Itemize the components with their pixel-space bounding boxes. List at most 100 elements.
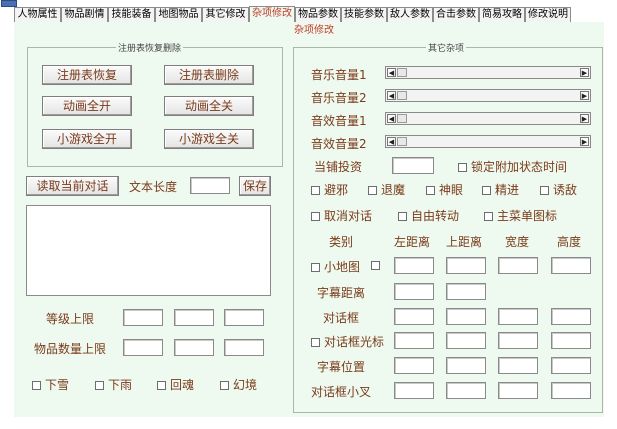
item-count-field-1[interactable] <box>123 339 163 356</box>
slider-left-icon[interactable]: ◀ <box>387 114 396 123</box>
item-count-field-2[interactable] <box>174 339 214 356</box>
slider-thumb[interactable] <box>397 91 407 100</box>
dialog-close-height-field[interactable] <box>551 382 591 399</box>
slider-thumb[interactable] <box>397 137 407 146</box>
music-volume-2-label: 音乐音量2 <box>311 91 367 105</box>
slider-right-icon[interactable]: ▶ <box>580 114 589 123</box>
slider-right-icon[interactable]: ▶ <box>580 137 589 146</box>
dialog-close-top-field[interactable] <box>446 382 486 399</box>
dialog-cursor-checkbox[interactable]: 对话框光标 <box>311 333 384 350</box>
animation-off-button[interactable]: 动画全关 <box>164 96 254 116</box>
dialog-close-left-field[interactable] <box>394 382 434 399</box>
sfx-volume-1-slider[interactable]: ◀ ▶ <box>385 112 591 125</box>
free-rotate-checkbox[interactable]: 自由转动 <box>398 207 459 224</box>
tab-character-attributes[interactable]: 人物属性 <box>14 7 61 23</box>
divine-eye-checkbox[interactable]: 神眼 <box>426 181 463 198</box>
main-menu-icon-checkbox[interactable]: 主菜单图标 <box>484 207 557 224</box>
tab-map-items[interactable]: 地图物品 <box>155 7 202 23</box>
app-icon <box>1 0 17 7</box>
animation-on-button[interactable]: 动画全开 <box>42 96 132 116</box>
soul-return-checkbox[interactable]: 回魂 <box>157 376 194 393</box>
registry-restore-button[interactable]: 注册表恢复 <box>42 65 132 85</box>
header-category: 类别 <box>329 235 354 249</box>
slider-left-icon[interactable]: ◀ <box>387 68 396 77</box>
level-limit-field-2[interactable] <box>174 309 214 326</box>
slider-right-icon[interactable]: ▶ <box>580 91 589 100</box>
lock-status-checkbox[interactable]: 锁定附加状态时间 <box>458 158 567 175</box>
tab-skill-params[interactable]: 技能参数 <box>341 7 387 23</box>
sfx-volume-2-slider[interactable]: ◀ ▶ <box>385 135 591 148</box>
subtitle-position-height-field[interactable] <box>551 357 591 374</box>
dialog-close-width-field[interactable] <box>498 382 538 399</box>
registry-delete-button[interactable]: 注册表删除 <box>164 65 254 85</box>
level-limit-field-3[interactable] <box>224 309 264 326</box>
subtitle-position-left-field[interactable] <box>394 357 434 374</box>
slider-thumb[interactable] <box>397 114 407 123</box>
dialog-cursor-height-field[interactable] <box>551 332 591 349</box>
snow-checkbox[interactable]: 下雪 <box>32 376 69 393</box>
minimap-width-field[interactable] <box>498 257 538 274</box>
slider-thumb[interactable] <box>397 68 407 77</box>
registry-group: 注册表恢复删除 <box>27 41 283 167</box>
music-volume-1-slider[interactable]: ◀ ▶ <box>385 66 591 79</box>
tab-item-story[interactable]: 物品剧情 <box>61 7 108 23</box>
dialog-box-width-field[interactable] <box>498 308 538 325</box>
dialog-cursor-width-field[interactable] <box>498 332 538 349</box>
misc-panel: 杂项修改 注册表恢复删除 注册表恢复 注册表删除 动画全开 动画全关 小游戏全开… <box>14 22 604 417</box>
subtitle-position-top-field[interactable] <box>446 357 486 374</box>
minigame-on-button[interactable]: 小游戏全开 <box>42 129 132 149</box>
minimap-extra-checkbox[interactable] <box>371 258 384 272</box>
sfx-volume-2-label: 音效音量2 <box>311 137 367 151</box>
subtitle-position-width-field[interactable] <box>498 357 538 374</box>
header-left-distance: 左距离 <box>394 235 431 249</box>
tab-walkthrough[interactable]: 简易攻略 <box>479 7 525 23</box>
header-height: 高度 <box>557 235 582 249</box>
pawn-investment-field[interactable] <box>392 157 434 174</box>
dialog-box-top-field[interactable] <box>446 308 486 325</box>
minimap-top-field[interactable] <box>446 257 486 274</box>
tab-combo-params[interactable]: 合击参数 <box>433 7 479 23</box>
slider-left-icon[interactable]: ◀ <box>387 137 396 146</box>
text-length-field[interactable] <box>190 177 230 194</box>
save-button[interactable]: 保存 <box>239 176 271 196</box>
tab-skill-equipment[interactable]: 技能装备 <box>108 7 155 23</box>
minimap-checkbox[interactable]: 小地图 <box>311 258 360 275</box>
subtitle-distance-top-field[interactable] <box>446 283 486 300</box>
slider-right-icon[interactable]: ▶ <box>580 68 589 77</box>
item-count-limit-label: 物品数量上限 <box>34 342 107 356</box>
level-limit-field-1[interactable] <box>123 309 163 326</box>
subtitle-distance-left-field[interactable] <box>394 283 434 300</box>
sfx-volume-1-label: 音效音量1 <box>311 114 367 128</box>
subtitle-distance-label: 字幕距离 <box>317 286 366 300</box>
dialog-textarea[interactable] <box>26 205 271 296</box>
cancel-dialog-checkbox[interactable]: 取消对话 <box>311 207 372 224</box>
misc-group-title: 其它杂项 <box>426 41 467 54</box>
advance-checkbox[interactable]: 精进 <box>482 181 519 198</box>
illusion-checkbox[interactable]: 幻境 <box>220 376 257 393</box>
dialog-box-height-field[interactable] <box>551 308 591 325</box>
ward-evil-checkbox[interactable]: 避邪 <box>311 181 348 198</box>
repel-demon-checkbox[interactable]: 退魔 <box>368 181 405 198</box>
minigame-off-button[interactable]: 小游戏全关 <box>164 129 254 149</box>
music-volume-2-slider[interactable]: ◀ ▶ <box>385 89 591 102</box>
header-top-distance: 上距离 <box>446 235 483 249</box>
panel-caption: 杂项修改 <box>294 25 334 36</box>
rain-checkbox[interactable]: 下雨 <box>95 376 132 393</box>
subtitle-position-label: 字幕位置 <box>317 360 366 374</box>
tab-other-edits[interactable]: 其它修改 <box>202 7 249 23</box>
dialog-cursor-left-field[interactable] <box>394 332 434 349</box>
read-dialog-button[interactable]: 读取当前对话 <box>26 176 119 196</box>
dialog-cursor-top-field[interactable] <box>446 332 486 349</box>
dialog-box-left-field[interactable] <box>394 308 434 325</box>
header-width: 宽度 <box>505 235 530 249</box>
dialog-box-label: 对话框 <box>323 311 360 325</box>
slider-left-icon[interactable]: ◀ <box>387 91 396 100</box>
minimap-height-field[interactable] <box>551 257 591 274</box>
tab-enemy-params[interactable]: 敌人参数 <box>387 7 433 23</box>
lure-enemy-checkbox[interactable]: 诱敌 <box>540 181 577 198</box>
music-volume-1-label: 音乐音量1 <box>311 68 367 82</box>
minimap-left-field[interactable] <box>394 257 434 274</box>
tab-edit-notes[interactable]: 修改说明 <box>525 7 571 23</box>
registry-group-title: 注册表恢复删除 <box>116 41 184 54</box>
item-count-field-3[interactable] <box>224 339 264 356</box>
